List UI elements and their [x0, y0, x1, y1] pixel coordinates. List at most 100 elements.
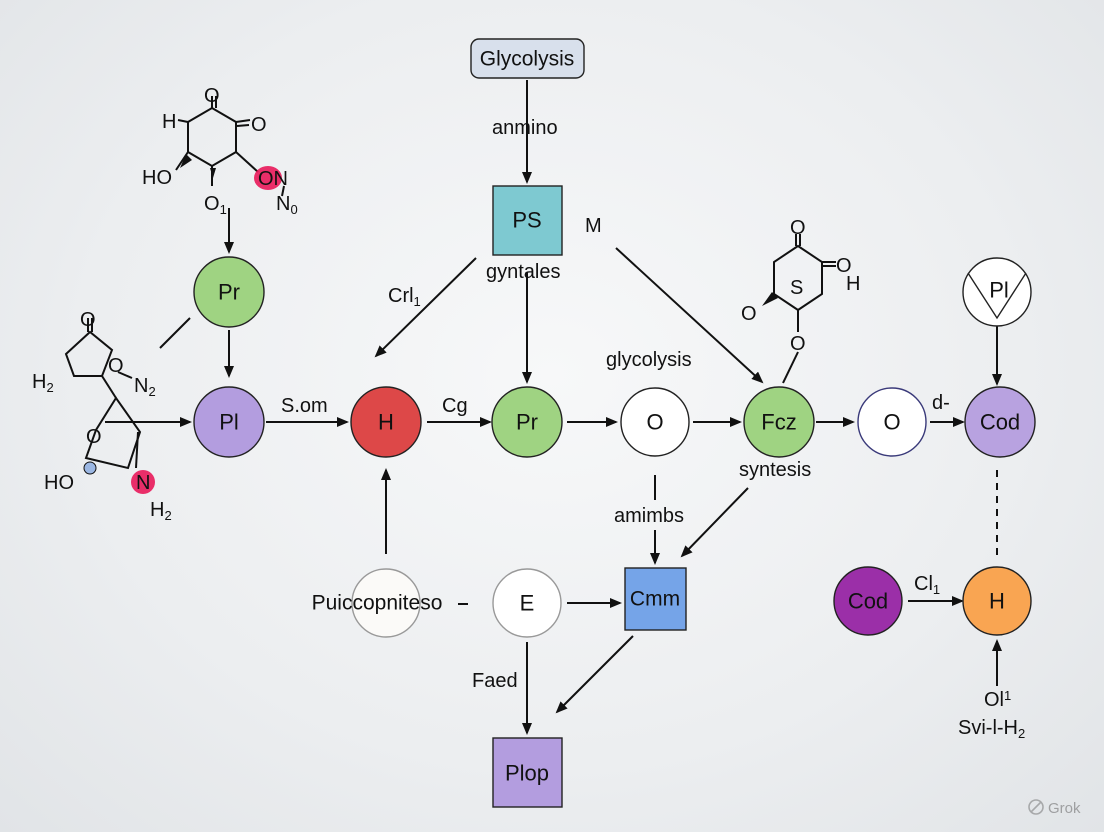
ring-left-upper — [64, 330, 114, 377]
watermark: Grok — [1028, 799, 1081, 817]
cod-node-violet-shape — [833, 566, 903, 636]
cod-node-right-label: Cod — [980, 410, 1020, 435]
puiccopniteso-node[interactable]: Puiccopniteso — [312, 568, 443, 638]
pr-node-left-shape — [193, 256, 265, 328]
edge-tick-left — [159, 317, 191, 349]
mol-tl-o1: O1 — [204, 193, 227, 217]
label-ol: Ol1 — [984, 688, 1011, 711]
o-node-second-label: O — [883, 410, 900, 435]
cod-node-right-shape — [964, 386, 1036, 458]
mol-l-h2b: H2 — [150, 499, 172, 523]
mol-r-o-top: O — [790, 217, 806, 239]
molecule-right-ring: O O H S O O — [741, 217, 860, 355]
label-cl: Cl1 — [914, 573, 940, 597]
mol-tl-o-top: O — [204, 85, 220, 107]
label-amimbs: amimbs — [614, 505, 684, 527]
label-s-om: S.om — [281, 395, 328, 417]
puiccopniteso-node-shape — [351, 568, 421, 638]
ps-node-label: PS — [512, 208, 541, 233]
label-anmino: anmino — [492, 117, 558, 139]
mol-l-highlight — [131, 470, 155, 494]
pr-node-mid-label: Pr — [516, 410, 538, 435]
fcz-node-label: Fcz — [761, 410, 796, 435]
h-node-orange-shape — [962, 566, 1032, 636]
cod-node-violet-label: Cod — [848, 589, 888, 614]
cod-node-violet[interactable]: Cod — [833, 566, 903, 636]
edge-syntesis-cmm — [680, 487, 749, 558]
pl-node-left-shape — [193, 386, 265, 458]
pr-node-left[interactable]: Pr — [193, 256, 265, 328]
mol-tl-o-right: O — [251, 114, 267, 136]
plop-node[interactable]: Plop — [492, 737, 563, 808]
o-node-first-label: O — [646, 410, 663, 435]
o-node-second-shape — [857, 387, 927, 457]
pl-node-top-right-label: Pl — [989, 278, 1009, 303]
ring-left-lower — [84, 396, 142, 470]
label-syntesis: syntesis — [739, 459, 811, 481]
label-gyntales: gyntales — [486, 261, 561, 283]
label-d-dash: d- — [932, 392, 950, 414]
ps-node-shape — [492, 185, 563, 256]
pl-node-top-right[interactable]: Pl — [962, 257, 1032, 327]
edge-ring-fcz — [782, 351, 799, 384]
fcz-node-shape — [743, 386, 815, 458]
edge-ps-h — [374, 257, 477, 358]
mol-r-o-bottom: O — [790, 333, 806, 355]
cmm-node-label: Cmm — [630, 588, 680, 611]
edge-cmm-plop — [555, 635, 634, 714]
ring-top-left — [187, 106, 237, 168]
plop-node-label: Plop — [505, 761, 549, 786]
pr-node-left-label: Pr — [218, 280, 240, 305]
mol-tl-ho: HO — [142, 167, 172, 189]
mol-r-o-right: O — [836, 255, 852, 277]
mol-l-n2: N2 — [134, 375, 156, 399]
edges — [105, 80, 1002, 735]
label-cg: Cg — [442, 395, 468, 417]
mol-r-o-left: O — [741, 303, 757, 325]
mol-l-o-ring: O — [86, 426, 102, 448]
mol-r-h: H — [846, 273, 860, 295]
cod-node-right[interactable]: Cod — [964, 386, 1036, 458]
ps-node[interactable]: PS — [492, 185, 563, 256]
mol-tl-h: H — [162, 111, 176, 133]
pr-node-mid[interactable]: Pr — [491, 386, 563, 458]
mol-tl-on: ON — [258, 168, 288, 190]
pl-node-top-right-shape — [962, 257, 1032, 327]
h-node-red-shape — [350, 386, 422, 458]
e-node[interactable]: E — [492, 568, 562, 638]
label-glycolysis-mid: glycolysis — [606, 349, 692, 371]
edge-labels: anmino M gyntales Crl1 glycolysis S.om C… — [281, 117, 1025, 741]
cmm-node[interactable]: Cmm — [624, 567, 687, 631]
pl-node-left[interactable]: Pl — [193, 386, 265, 458]
mol-l-o-top: O — [80, 309, 96, 331]
edge-ps-fcz — [615, 247, 764, 384]
e-node-shape — [492, 568, 562, 638]
mol-r-s: S — [790, 277, 803, 299]
glycolysis-box-label: Glycolysis — [480, 48, 575, 71]
mol-l-dot — [83, 461, 97, 475]
mol-l-o-n2: O — [108, 355, 124, 377]
h-node-red-label: H — [378, 410, 394, 435]
h-node-orange[interactable]: H — [962, 566, 1032, 636]
mol-l-n: N — [136, 472, 150, 494]
fcz-node[interactable]: Fcz — [743, 386, 815, 458]
label-svh: Svi-l-H2 — [958, 717, 1025, 741]
o-node-first[interactable]: O — [620, 387, 690, 457]
e-node-label: E — [520, 591, 535, 616]
label-faed: Faed — [472, 670, 518, 692]
o-node-first-shape — [620, 387, 690, 457]
pr-node-mid-shape — [491, 386, 563, 458]
mol-tl-n0: N0 — [276, 193, 298, 217]
pl-node-top-right-wedge — [967, 272, 1027, 320]
o-node-second[interactable]: O — [857, 387, 927, 457]
puiccopniteso-node-label: Puiccopniteso — [312, 592, 443, 615]
h-node-orange-label: H — [989, 589, 1005, 614]
watermark-text: Grok — [1048, 800, 1081, 817]
pl-node-left-label: Pl — [219, 410, 239, 435]
glycolysis-box[interactable]: Glycolysis — [470, 38, 585, 79]
molecule-top-left: O H O HO ON N0 O1 — [142, 85, 298, 217]
mol-l-h2: H2 — [32, 371, 54, 395]
molecule-left: O H2 O N2 O HO N H2 — [32, 309, 172, 523]
h-node-red[interactable]: H — [350, 386, 422, 458]
